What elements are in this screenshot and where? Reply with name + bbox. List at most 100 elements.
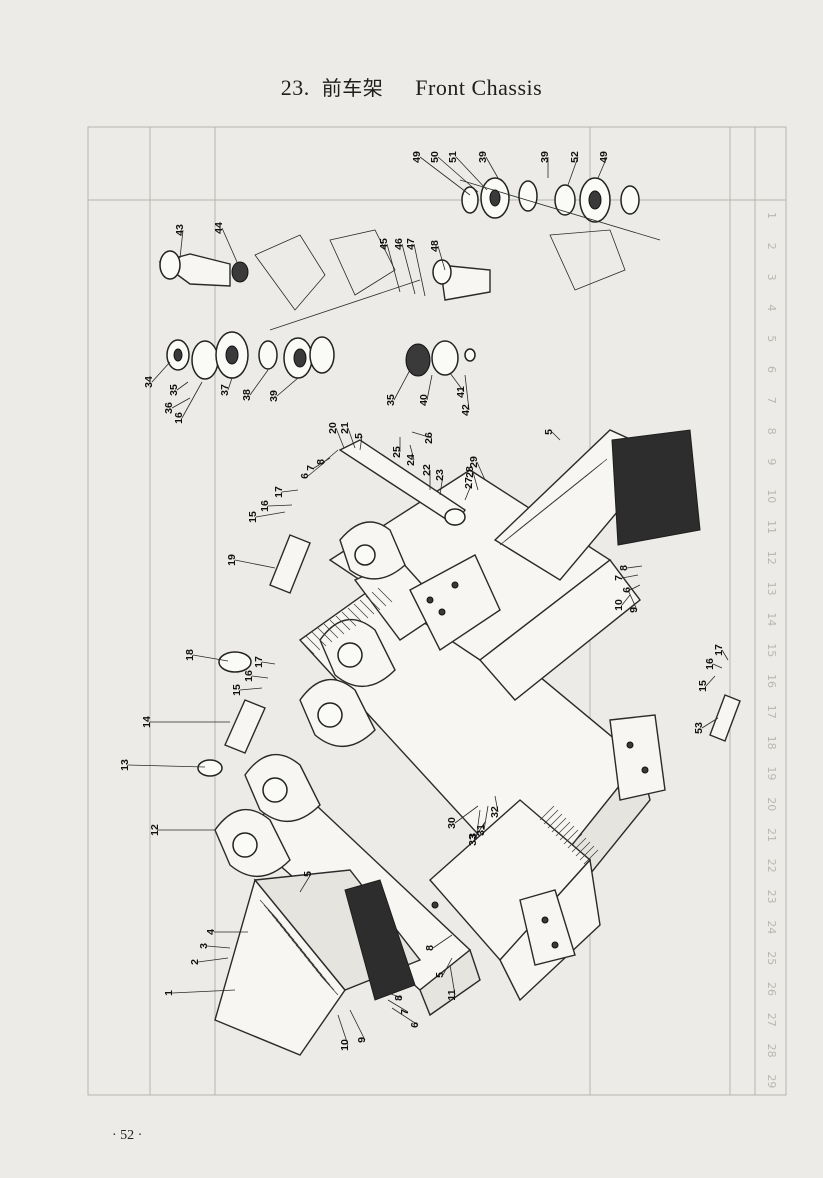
table-row-number: 8: [765, 428, 778, 435]
callout-number: 39: [268, 390, 280, 402]
table-row-number: 23: [765, 890, 778, 904]
callout-number: 10: [613, 599, 625, 611]
leader-line: [439, 474, 444, 496]
leader-line: [176, 381, 189, 391]
surface-hatching: [259, 458, 608, 996]
table-row-number: 20: [765, 797, 778, 811]
callout-number: 9: [628, 607, 640, 613]
leader-line: [151, 361, 171, 383]
callout-number: 53: [693, 722, 705, 734]
callout-number: 27: [463, 477, 475, 489]
upper-bearing-assembly: [158, 177, 741, 777]
callout-number: 14: [141, 716, 153, 728]
callout-number: 12: [149, 824, 161, 836]
callout-number: 42: [460, 404, 472, 416]
front-chassis-frame: [214, 429, 701, 1056]
callout-number: 17: [253, 656, 265, 668]
callout-number: 31: [475, 824, 487, 836]
leader-line: [267, 504, 293, 507]
leader-line: [335, 427, 345, 449]
callout-number: 6: [621, 587, 633, 593]
frame-lugs: [214, 521, 406, 878]
leader-line: [249, 369, 269, 396]
leader-line: [627, 589, 638, 611]
leader-line: [192, 654, 229, 662]
callout-number: 11: [446, 989, 458, 1000]
callout-number: 3: [198, 943, 210, 949]
callout-number: 43: [174, 224, 186, 236]
page-title: 23. 前车架 Front Chassis: [0, 72, 823, 101]
table-row-number: 14: [765, 612, 778, 626]
table-row-number: 7: [765, 397, 778, 404]
leader-line: [409, 444, 415, 461]
callout-number: 1: [163, 990, 175, 996]
title-chinese: 前车架: [321, 76, 384, 100]
leader-line: [621, 574, 639, 579]
callout-number: 7: [613, 575, 625, 581]
table-row-number: 9: [765, 458, 778, 465]
table-row-number: 6: [765, 366, 778, 373]
leader-line: [221, 227, 238, 263]
leader-line: [411, 431, 433, 439]
callout-number: 16: [243, 670, 255, 682]
leader-line: [307, 461, 326, 477]
callout-number: 39: [539, 151, 551, 163]
callout-number: 37: [219, 384, 231, 396]
leader-line: [437, 245, 446, 271]
callout-number: 5: [353, 433, 365, 439]
callout-number: 39: [477, 151, 489, 163]
callout-number: 8: [315, 459, 327, 465]
leader-line: [197, 957, 229, 963]
leader-line: [419, 156, 471, 196]
leader-line: [494, 795, 499, 813]
callout-leaders: [127, 156, 729, 1046]
callout-number: 7: [399, 1009, 411, 1015]
title-number: 23.: [280, 75, 310, 100]
leader-line: [455, 156, 488, 191]
table-row-number: 22: [765, 859, 778, 873]
callout-number: 46: [393, 238, 405, 250]
table-row-number: 25: [765, 951, 778, 965]
table-row-number: 12: [765, 551, 778, 565]
callout-number: 28: [464, 466, 476, 478]
leader-line: [323, 449, 339, 463]
callout-number: 32: [489, 806, 501, 818]
leader-line: [234, 559, 276, 569]
title-english: Front Chassis: [415, 75, 543, 100]
callout-number: 24: [405, 454, 417, 466]
leader-line: [475, 821, 486, 837]
leader-line: [391, 1007, 419, 1026]
callout-number: 4: [205, 929, 217, 935]
leader-line: [349, 1009, 366, 1041]
leader-line: [127, 764, 206, 768]
callout-number: 35: [385, 394, 397, 406]
callout-number: 23: [434, 469, 446, 481]
leader-line: [449, 964, 456, 996]
leader-line: [386, 243, 401, 293]
leader-line: [712, 663, 723, 669]
leader-line: [413, 243, 426, 297]
callout-number: 36: [163, 402, 175, 414]
callout-number: 34: [143, 376, 155, 388]
callout-number: 25: [391, 446, 403, 458]
leader-line: [255, 511, 286, 518]
callout-number: 35: [168, 384, 180, 396]
table-row-number: 18: [765, 736, 778, 750]
table-row-number: 26: [765, 982, 778, 996]
table-row-number: 29: [765, 1074, 778, 1088]
callout-number: 41: [455, 386, 467, 398]
callout-number: 21: [339, 422, 351, 434]
leader-line: [721, 649, 729, 661]
callout-number: 17: [273, 486, 285, 498]
callout-number: 8: [618, 565, 630, 571]
leader-line: [464, 482, 473, 501]
leader-line: [483, 805, 489, 831]
leader-line: [181, 381, 203, 419]
callout-number: 52: [569, 151, 581, 163]
table-row-number: 17: [765, 705, 778, 719]
callout-number: 51: [447, 151, 459, 163]
page-number: · 52 ·: [112, 1128, 143, 1143]
callout-number: 40: [418, 394, 430, 406]
table-row-number: 13: [765, 582, 778, 596]
